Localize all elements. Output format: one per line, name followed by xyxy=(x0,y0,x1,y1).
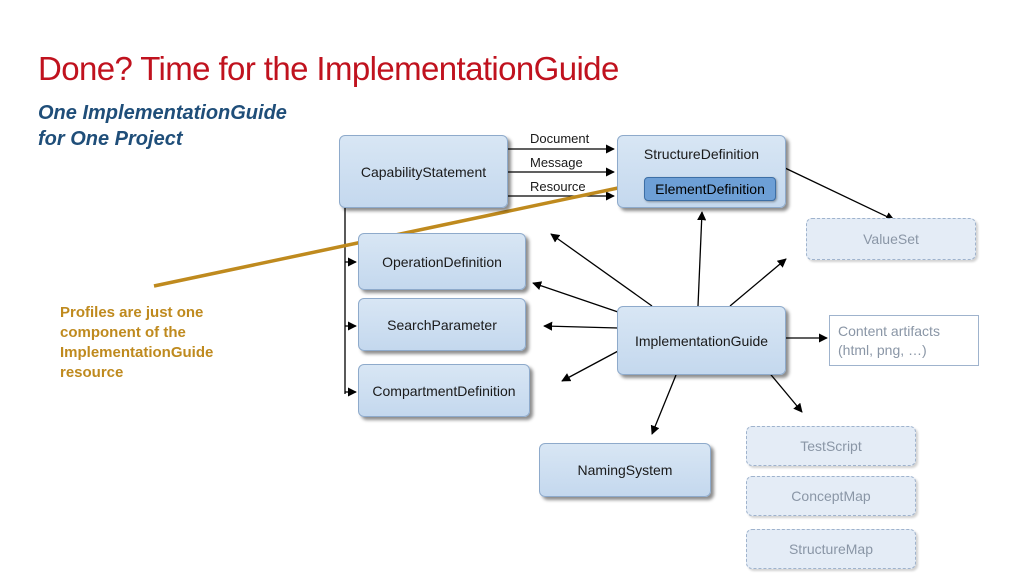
edge-ig-to-compartmentdefinition xyxy=(561,349,621,382)
profiles-callout: Profiles are just one component of the I… xyxy=(60,304,214,381)
implementation-guide-node[interactable]: ImplementationGuide xyxy=(617,306,786,375)
content-artifacts-line-1: Content artifacts xyxy=(838,323,940,339)
concept-map-node[interactable]: ConceptMap xyxy=(746,476,916,516)
structure-definition-label: StructureDefinition xyxy=(643,146,760,162)
page-title: Done? Time for the ImplementationGuide xyxy=(38,50,619,87)
edge-ig-to-testscript xyxy=(766,369,803,413)
edge-label-document: Document xyxy=(530,131,590,146)
subtitle-line-2: for One Project xyxy=(38,128,183,150)
edge-ig-to-valueset xyxy=(729,258,787,307)
edge-sd-to-valueset xyxy=(784,167,895,221)
edge-ig-to-capabilitystatement xyxy=(550,233,653,307)
element-definition-node[interactable]: ElementDefinition xyxy=(644,177,776,201)
naming-system-node[interactable]: NamingSystem xyxy=(539,443,711,497)
edge-ig-to-operationdefinition xyxy=(532,281,619,313)
operation-definition-node[interactable]: OperationDefinition xyxy=(358,233,526,290)
content-artifacts-node[interactable]: Content artifacts (html, png, …) xyxy=(829,315,979,366)
edge-ig-to-namingsystem xyxy=(650,374,677,435)
structure-map-node[interactable]: StructureMap xyxy=(746,529,916,569)
capability-statement-node[interactable]: CapabilityStatement xyxy=(339,135,508,208)
subtitle-line-1: One ImplementationGuide xyxy=(38,102,287,124)
edge-label-message: Message xyxy=(530,155,583,170)
search-parameter-node[interactable]: SearchParameter xyxy=(358,298,526,351)
edge-ig-to-structuredefinition xyxy=(697,211,707,307)
edge-label-resource: Resource xyxy=(530,179,586,194)
value-set-node[interactable]: ValueSet xyxy=(806,218,976,260)
content-artifacts-line-2: (html, png, …) xyxy=(838,342,927,358)
edge-ig-to-searchparameter xyxy=(543,321,619,331)
page-subtitle: One ImplementationGuide for One Project xyxy=(38,100,287,152)
compartment-definition-node[interactable]: CompartmentDefinition xyxy=(358,364,530,417)
test-script-node[interactable]: TestScript xyxy=(746,426,916,466)
